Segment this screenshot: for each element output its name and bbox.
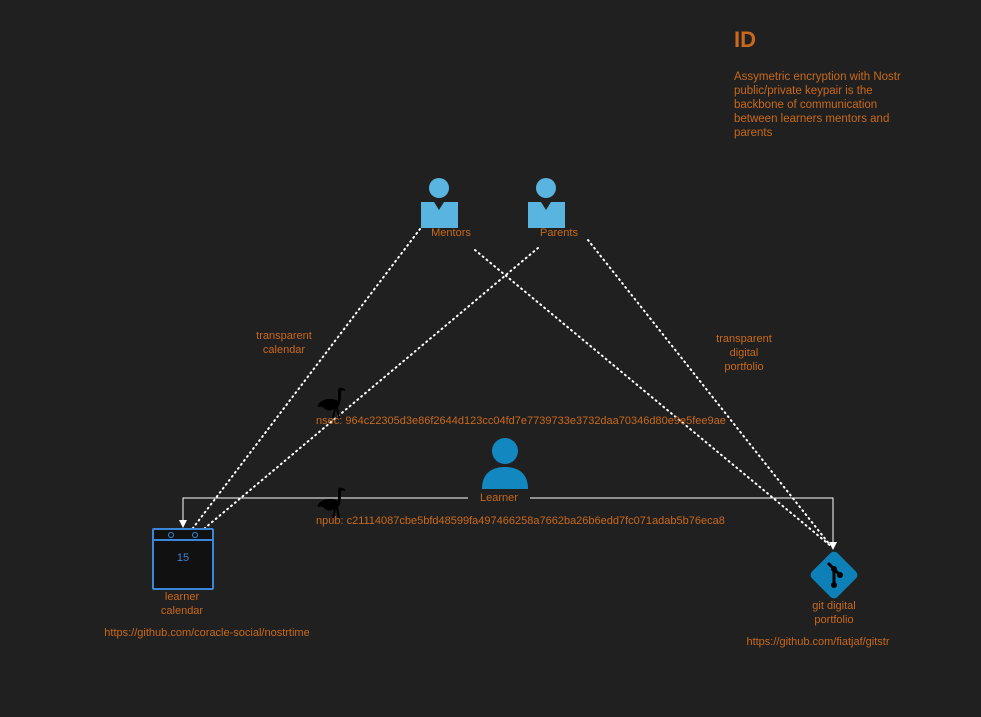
diagram-title: ID [734, 27, 756, 52]
portfolio-label-line: portfolio [814, 614, 854, 626]
calendar-label-line: learner [164, 591, 200, 603]
calendar-label-line: calendar [160, 605, 204, 617]
parents-person-icon [527, 178, 567, 228]
npub-key: npub: c21114087cbe5bfd48599fa497466258a7… [316, 515, 725, 527]
calendar-day: 15 [176, 552, 190, 564]
portfolio-label: git digital portfolio [793, 599, 875, 627]
calendar-icon: 15 [152, 528, 214, 590]
edge-label-transparent-portfolio: transparent digital portfolio [704, 332, 784, 374]
calendar-label: learner calendar [142, 590, 222, 618]
calendar-ring [168, 532, 174, 538]
ostrich-icon [315, 485, 349, 519]
edge-label-line: transparent [716, 333, 772, 345]
edge-label-line: calendar [262, 344, 306, 356]
ostrich-icon [315, 385, 349, 419]
calendar-header [154, 530, 212, 541]
portfolio-label-line: git digital [812, 600, 856, 612]
edge-label-line: portfolio [724, 361, 764, 373]
edge-label-transparent-calendar: transparent calendar [244, 329, 324, 357]
edge-label-line: digital [729, 347, 759, 359]
learner-person-icon [480, 437, 530, 489]
learner-label: Learner [468, 491, 530, 505]
edge-learner-portfolio [528, 497, 837, 550]
nsec-key: nsec: 964c22305d3e86f2644d123cc04fd7e773… [316, 415, 726, 427]
edge-parents-portfolio [587, 239, 831, 546]
git-icon [808, 549, 860, 601]
parents-label: Parents [540, 227, 578, 239]
mentors-label: Mentors [431, 227, 471, 239]
edge-label-line: transparent [256, 330, 312, 342]
diagram-description: Assymetric encryption with Nostr public/… [734, 71, 901, 139]
calendar-url[interactable]: https://github.com/coracle-social/nostrt… [104, 627, 310, 639]
edge-learner-calendar [179, 497, 468, 528]
mentors-person-icon [420, 178, 460, 228]
edge-mentors-calendar [192, 228, 421, 529]
calendar-ring [192, 532, 198, 538]
portfolio-url[interactable]: https://github.com/fiatjaf/gitstr [746, 636, 890, 648]
